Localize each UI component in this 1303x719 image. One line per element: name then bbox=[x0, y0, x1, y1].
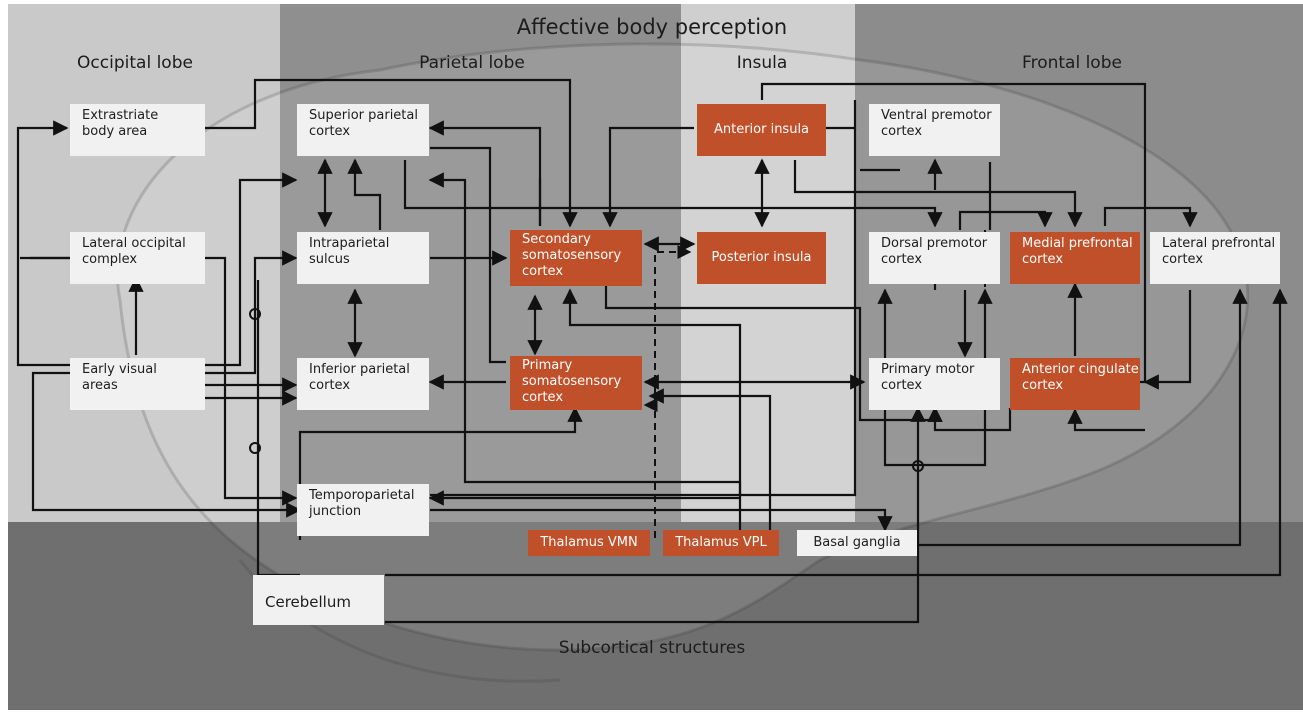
node-intraparietal-sulcus: Intraparietal sulcus bbox=[297, 232, 429, 284]
node-text: somatosensory bbox=[522, 374, 622, 389]
node-text: Thalamus VPL bbox=[675, 535, 767, 550]
node-text: cortex bbox=[1022, 252, 1064, 267]
node-temporoparietal-junction: Temporoparietal junction bbox=[297, 484, 429, 536]
node-text: Anterior insula bbox=[713, 122, 810, 137]
node-early-visual-areas: Early visual areas bbox=[70, 358, 205, 410]
node-dorsal-premotor-cortex: Dorsal premotor cortex bbox=[869, 232, 1000, 284]
node-ventral-premotor-cortex: Ventral premotor cortex bbox=[869, 104, 1000, 156]
frontal-lobe-label: Frontal lobe bbox=[1022, 53, 1122, 73]
node-text: Primary motor bbox=[881, 362, 975, 377]
node-thalamus-vpl: Thalamus VPL bbox=[663, 530, 779, 556]
node-extrastriate-body-area: Extrastriate body area bbox=[70, 104, 205, 156]
node-cerebellum: Cerebellum bbox=[253, 575, 384, 625]
node-text: cortex bbox=[522, 390, 564, 405]
node-text: Early visual bbox=[82, 362, 157, 377]
node-primary-somatosensory-cortex: Primary somatosensory cortex bbox=[510, 356, 642, 410]
node-text: complex bbox=[82, 252, 138, 267]
node-text: areas bbox=[82, 378, 118, 393]
node-text: sulcus bbox=[309, 252, 350, 267]
node-text: Cerebellum bbox=[265, 593, 351, 611]
node-text: Secondary bbox=[522, 232, 591, 247]
node-text: Primary bbox=[522, 358, 573, 373]
node-lateral-prefrontal-cortex: Lateral prefrontal cortex bbox=[1150, 232, 1280, 284]
node-text: cortex bbox=[881, 124, 923, 139]
diagram-title: Affective body perception bbox=[516, 15, 788, 39]
node-text: cortex bbox=[881, 378, 923, 393]
node-superior-parietal-cortex: Superior parietal cortex bbox=[297, 104, 429, 156]
node-inferior-parietal-cortex: Inferior parietal cortex bbox=[297, 358, 429, 410]
node-lateral-occipital-complex: Lateral occipital complex bbox=[70, 232, 205, 284]
node-text: Lateral occipital bbox=[82, 236, 186, 251]
node-text: Basal ganglia bbox=[813, 535, 901, 550]
node-text: Ventral premotor bbox=[881, 108, 992, 123]
node-text: junction bbox=[309, 504, 362, 519]
node-text: Extrastriate bbox=[82, 108, 159, 123]
node-text: Posterior insula bbox=[711, 250, 812, 265]
subcortical-label: Subcortical structures bbox=[558, 638, 746, 658]
node-text: Anterior cingulate bbox=[1022, 362, 1139, 377]
node-text: cortex bbox=[1022, 378, 1064, 393]
insula-label: Insula bbox=[736, 53, 788, 73]
node-primary-motor-cortex: Primary motor cortex bbox=[869, 358, 1000, 410]
node-thalamus-vmn: Thalamus VMN bbox=[528, 530, 650, 556]
node-text: cortex bbox=[309, 124, 351, 139]
node-text: Intraparietal bbox=[309, 236, 390, 251]
node-medial-prefrontal-cortex: Medial prefrontal cortex bbox=[1010, 232, 1140, 284]
node-text: cortex bbox=[1162, 252, 1204, 267]
node-text: Thalamus VMN bbox=[540, 535, 638, 550]
node-text: Inferior parietal bbox=[309, 362, 410, 377]
node-text: Medial prefrontal bbox=[1022, 236, 1133, 251]
node-text: cortex bbox=[309, 378, 351, 393]
node-text: Superior parietal bbox=[309, 108, 418, 123]
node-text: cortex bbox=[881, 252, 923, 267]
node-text: Dorsal premotor bbox=[881, 236, 988, 251]
node-text: Lateral prefrontal bbox=[1162, 236, 1276, 251]
occipital-lobe-label: Occipital lobe bbox=[77, 53, 193, 73]
node-anterior-cingulate-cortex: Anterior cingulate cortex bbox=[1010, 358, 1140, 410]
node-text: somatosensory bbox=[522, 248, 622, 263]
node-text: body area bbox=[82, 124, 148, 139]
node-text: cortex bbox=[522, 264, 564, 279]
node-text: Temporoparietal bbox=[309, 488, 415, 503]
node-anterior-insula: Anterior insula bbox=[697, 104, 826, 156]
node-basal-ganglia: Basal ganglia bbox=[797, 530, 917, 556]
node-posterior-insula: Posterior insula bbox=[697, 232, 826, 284]
parietal-lobe-label: Parietal lobe bbox=[419, 53, 525, 73]
node-secondary-somatosensory-cortex: Secondary somatosensory cortex bbox=[510, 230, 642, 286]
